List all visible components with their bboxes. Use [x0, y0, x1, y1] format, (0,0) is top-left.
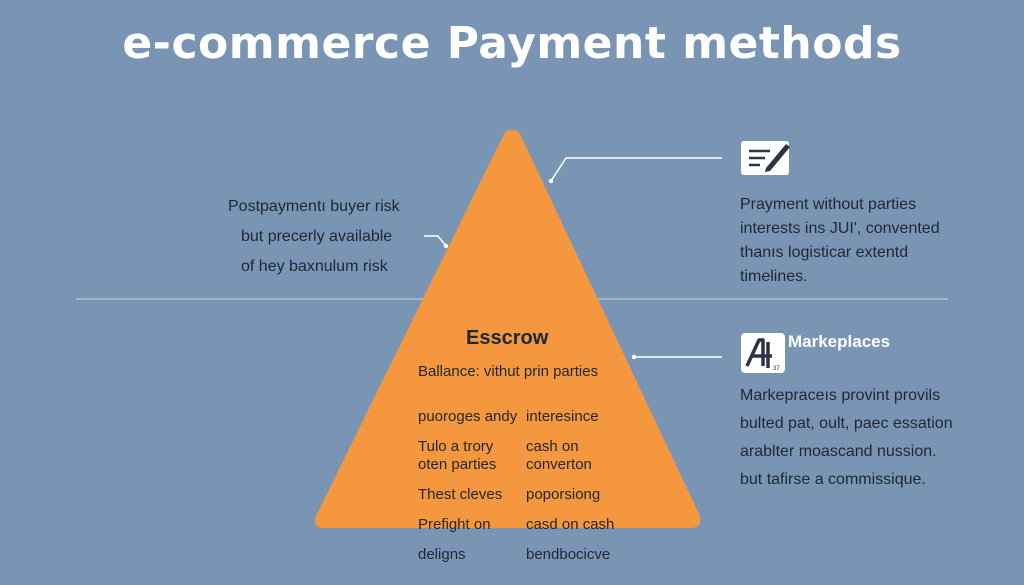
right-top-connector-dot [548, 178, 554, 184]
escrow-item: Tulo a trory [418, 438, 494, 455]
escrow-item: casd on cash [526, 516, 615, 533]
marketplaces-line: but tafirse a commissique. [740, 471, 926, 488]
escrow-item: deligns [418, 546, 466, 563]
escrow-description: Ballance: vithut prin parties [418, 363, 599, 380]
right-top-line: timelines. [740, 268, 808, 285]
marketplaces-line: bulted pat, oult, paec essation [740, 415, 953, 432]
right-top-note: Prayment without parties interests ins J… [740, 193, 940, 289]
marketplaces-line: Markepraceıs provint provils [740, 387, 941, 404]
escrow-item: oten parties [418, 456, 497, 473]
marketplace-logo-icon: 37 [741, 333, 785, 373]
right-top-connector [550, 157, 722, 182]
right-top-line: thanıs logisticar extentd [740, 244, 909, 261]
document-pen-icon [741, 141, 790, 175]
escrow-item: poporsiong [526, 486, 601, 503]
marketplaces-label: Markeplaces [788, 332, 891, 351]
left-note: Postpaymentı buyer risk but precerly ava… [228, 192, 400, 282]
left-note-line: but precerly available [241, 228, 393, 245]
escrow-item: interesince [526, 408, 599, 425]
escrow-column-left: puoroges andy Tulo a trory oten parties … [418, 408, 517, 564]
escrow-item: Thest cleves [418, 486, 503, 503]
escrow-column-right: interesince cash on converton poporsiong… [526, 408, 614, 564]
left-connector-dot [443, 243, 449, 249]
escrow-item: cash on [526, 438, 579, 455]
svg-text:37: 37 [773, 366, 780, 372]
escrow-item: Prefight on [418, 516, 491, 533]
escrow-item: converton [526, 456, 592, 473]
left-note-line: of hey baxnulum risk [241, 258, 388, 275]
escrow-item: puoroges andy [418, 408, 518, 425]
pyramid-shape [314, 130, 701, 528]
left-note-line: Postpaymentı buyer risk [228, 198, 400, 215]
escrow-title: Esscrow [466, 327, 549, 349]
right-top-line: Prayment without parties [740, 196, 917, 213]
page-title: e-commerce Payment methods [122, 18, 902, 69]
escrow-item: bendbocicve [526, 546, 611, 563]
marketplaces-line: arablter moascand nussion. [740, 443, 937, 460]
right-mid-connector-dot [631, 354, 637, 360]
marketplaces-note: Markepraceıs provint provils bulted pat,… [740, 382, 953, 494]
right-top-line: interests ins JUI', convented [740, 220, 940, 237]
left-connector [424, 235, 447, 247]
